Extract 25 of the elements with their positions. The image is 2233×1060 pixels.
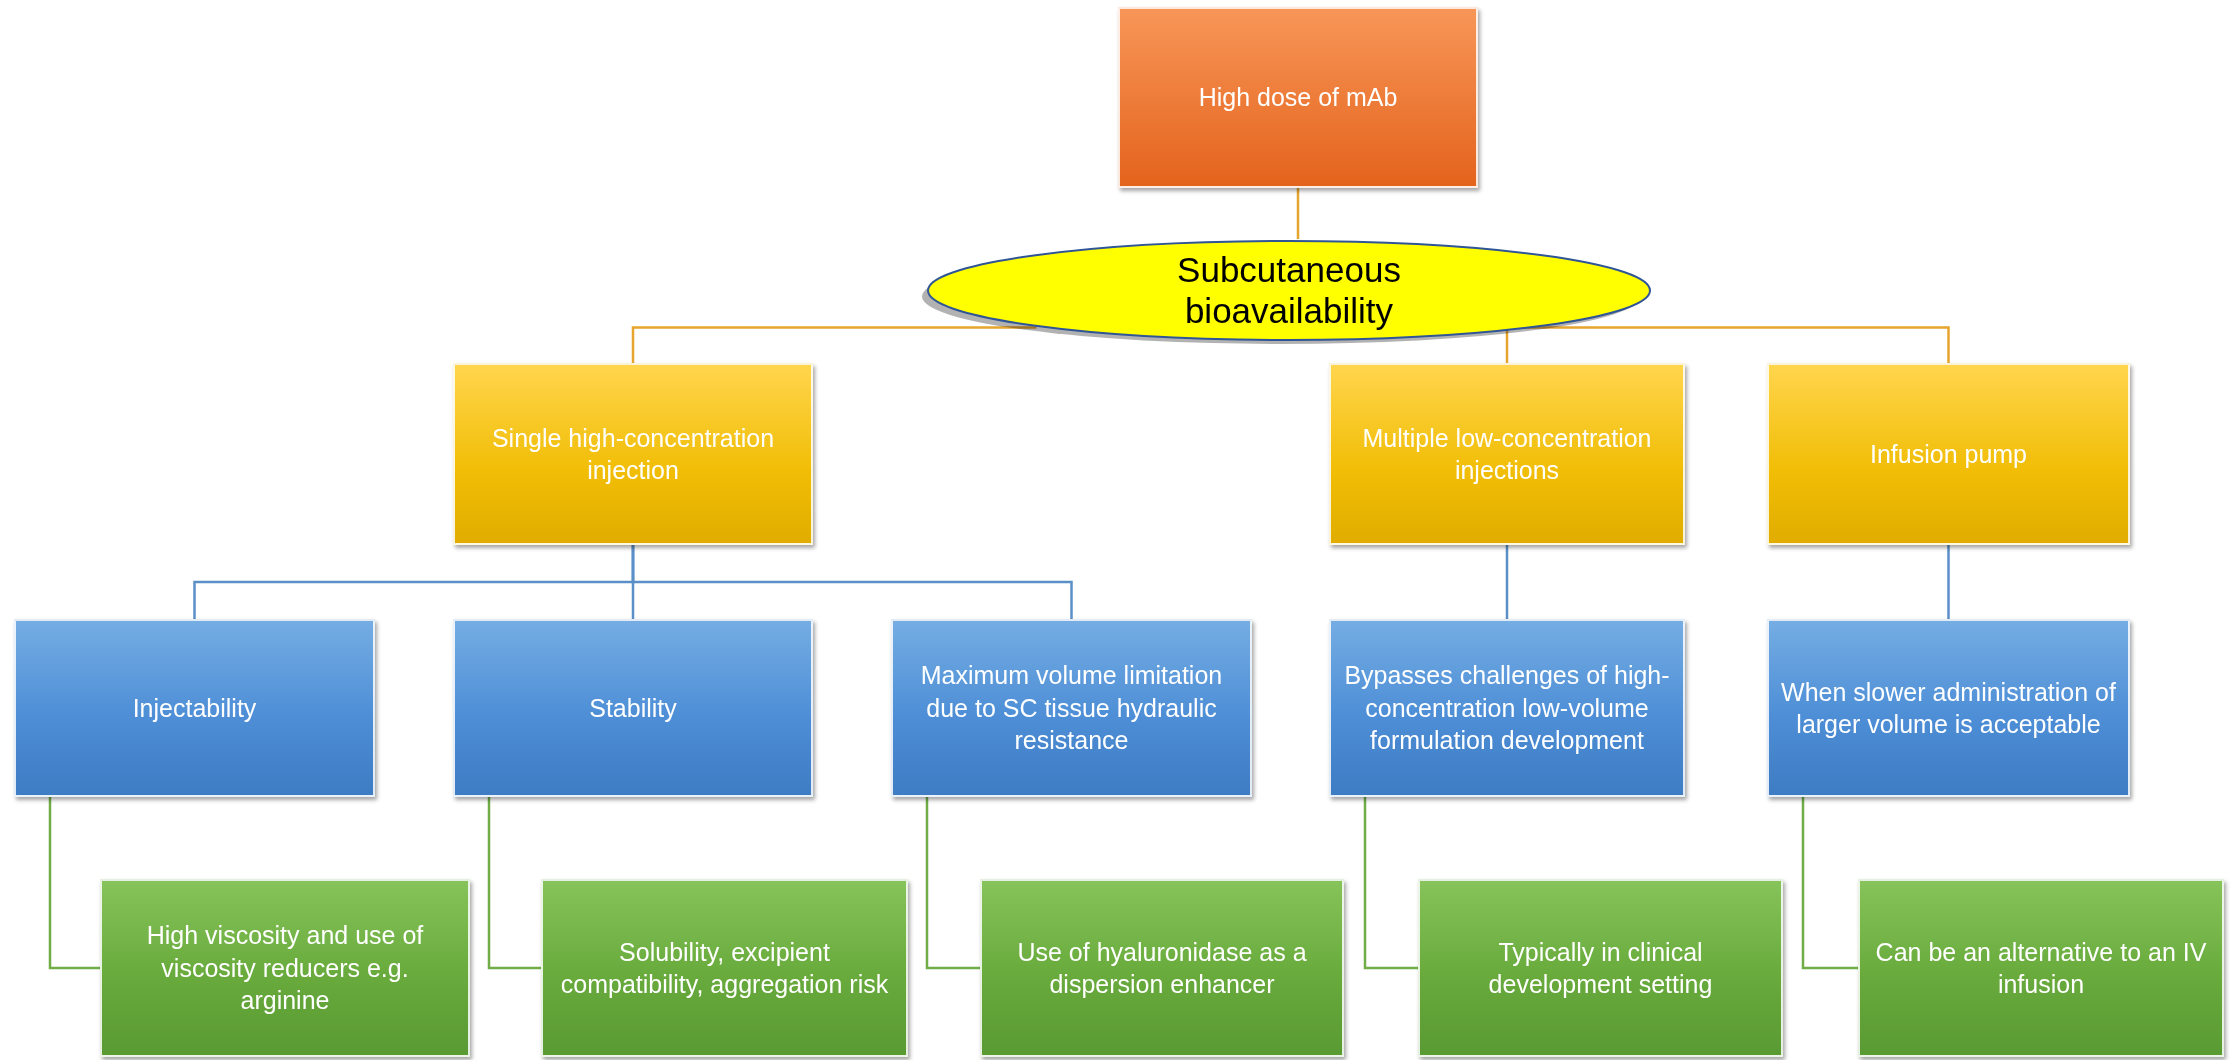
process-box: Single high-concentration injection	[453, 363, 813, 545]
process-box: Injectability	[14, 619, 375, 797]
connector-line	[1801, 797, 1858, 970]
connector-line	[631, 545, 1073, 619]
process-box: High viscosity and use of viscosity reducers e.g. arginine	[100, 879, 470, 1057]
process-box: High dose of mAb	[1118, 7, 1478, 188]
process-box: Maximum volume limitation due to SC tissue hydraulic resistance	[891, 619, 1252, 797]
process-box: Can be an alternative to an IV infusion	[1858, 879, 2224, 1057]
connector-line	[1541, 326, 1950, 363]
connector-line	[631, 326, 1037, 363]
connector-line	[1296, 188, 1300, 239]
process-box: Use of hyaluronidase as a dispersion enhancer	[980, 879, 1344, 1057]
process-box: When slower administration of larger volume is acceptable	[1767, 619, 2130, 797]
connector-line	[925, 797, 980, 970]
connector-line	[48, 797, 100, 970]
connector-line	[487, 797, 541, 970]
process-box: Stability	[453, 619, 813, 797]
process-box: Solubility, excipient compatibility, aggregation risk	[541, 879, 908, 1057]
connector-line	[1505, 545, 1509, 619]
process-box: Bypasses challenges of high-concentration low-volume formulation development	[1329, 619, 1685, 797]
connector-line	[1363, 797, 1418, 970]
process-box: Infusion pump	[1767, 363, 2130, 545]
process-box: Typically in clinical development setting	[1418, 879, 1783, 1057]
process-box: Multiple low-concentration injections	[1329, 363, 1685, 545]
connector-line	[1947, 545, 1950, 619]
